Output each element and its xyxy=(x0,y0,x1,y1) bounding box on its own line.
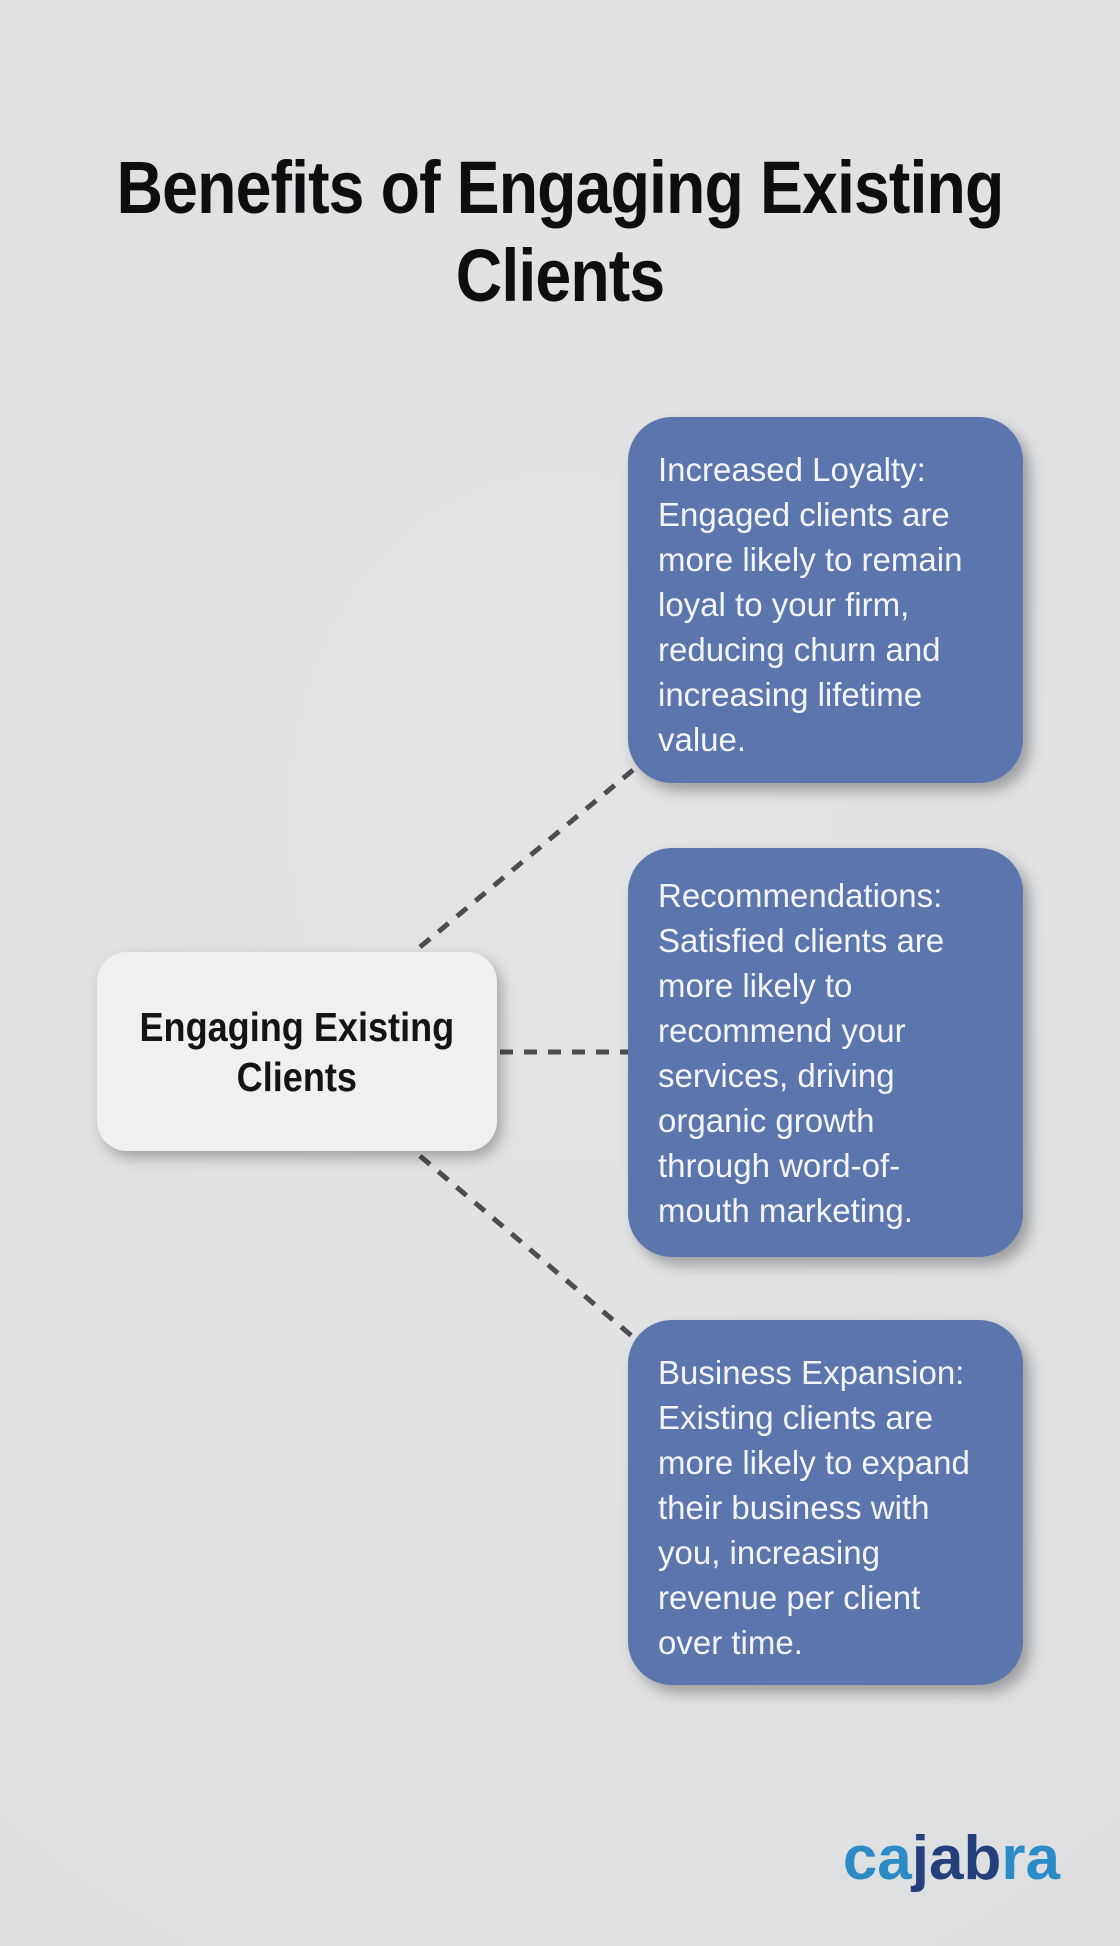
benefit-card-text: Recommendations: Satisfied clients are m… xyxy=(658,877,945,1229)
benefit-card-recommendations: Recommendations: Satisfied clients are m… xyxy=(628,848,1023,1257)
page-title: Benefits of Engaging Existing Clients xyxy=(116,145,1005,317)
central-node: Engaging Existing Clients xyxy=(97,952,497,1151)
benefit-card-business-expansion: Business Expansion: Existing clients are… xyxy=(628,1320,1023,1685)
benefit-card-text: Increased Loyalty: Engaged clients are m… xyxy=(658,451,963,758)
connector-line-bottom xyxy=(418,1154,635,1339)
logo-segment-ra: ra xyxy=(1001,1824,1060,1893)
benefit-card-text: Business Expansion: Existing clients are… xyxy=(658,1354,970,1661)
central-node-label: Engaging Existing Clients xyxy=(139,1003,455,1100)
cajabra-logo: cajabra xyxy=(843,1828,1060,1890)
connector-line-top xyxy=(418,768,635,949)
logo-segment-ca: ca xyxy=(842,1824,912,1893)
benefit-card-increased-loyalty: Increased Loyalty: Engaged clients are m… xyxy=(628,417,1023,783)
logo-segment-jab: jab xyxy=(911,1824,1002,1893)
